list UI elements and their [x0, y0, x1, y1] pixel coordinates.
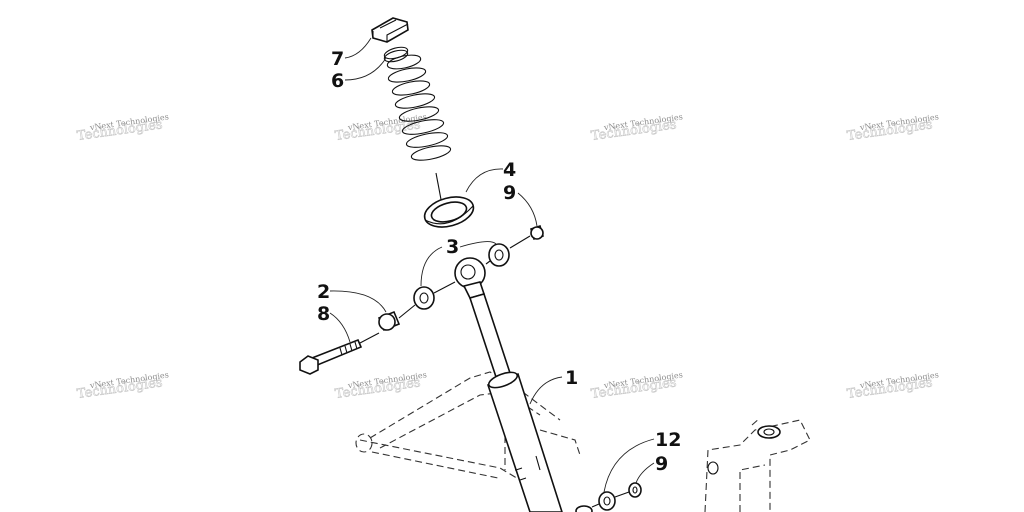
leader-lines [329, 37, 655, 493]
callout-6: 6 [331, 70, 344, 92]
callout-12: 12 [655, 429, 681, 451]
callout-9-lower: 9 [655, 453, 668, 475]
callout-2: 2 [317, 281, 330, 303]
lower-axis-line [591, 491, 630, 508]
callout-1: 1 [565, 367, 578, 389]
lower-washer [575, 505, 593, 512]
callout-4: 4 [503, 159, 516, 181]
callout-8: 8 [317, 303, 330, 325]
watermark: Technologies vNext Technologies [76, 370, 170, 402]
watermark: Technologies vNext Technologies [334, 370, 428, 402]
upper-bushing-right [488, 243, 510, 267]
upper-bushing-left [413, 286, 435, 310]
watermark: Technologies vNext Technologies [846, 112, 940, 144]
callout-9-upper: 9 [503, 182, 516, 204]
lower-small-bushing [628, 482, 642, 498]
watermark: Technologies vNext Technologies [846, 370, 940, 402]
watermark: Technologies vNext Technologies [590, 370, 684, 402]
spindle-frame [704, 417, 811, 512]
sleeve [377, 310, 401, 332]
assembly-axis-line [359, 235, 531, 344]
spring-retainer-cap [371, 17, 409, 43]
callout-3: 3 [446, 236, 459, 258]
watermark: Technologies vNext Technologies [590, 112, 684, 144]
retaining-clip [383, 46, 409, 63]
watermark: Technologies vNext Technologies [76, 112, 170, 144]
callout-labels: 7 6 4 9 3 2 8 1 12 9 [317, 48, 681, 475]
coil-spring [386, 54, 452, 211]
shock-absorber [454, 257, 563, 512]
bolt [299, 338, 363, 375]
upper-small-bushing [530, 224, 544, 241]
callout-7: 7 [331, 48, 344, 70]
spring-seat [423, 196, 475, 228]
watermark: Technologies vNext Technologies [334, 112, 428, 144]
lower-bushing [598, 491, 616, 511]
